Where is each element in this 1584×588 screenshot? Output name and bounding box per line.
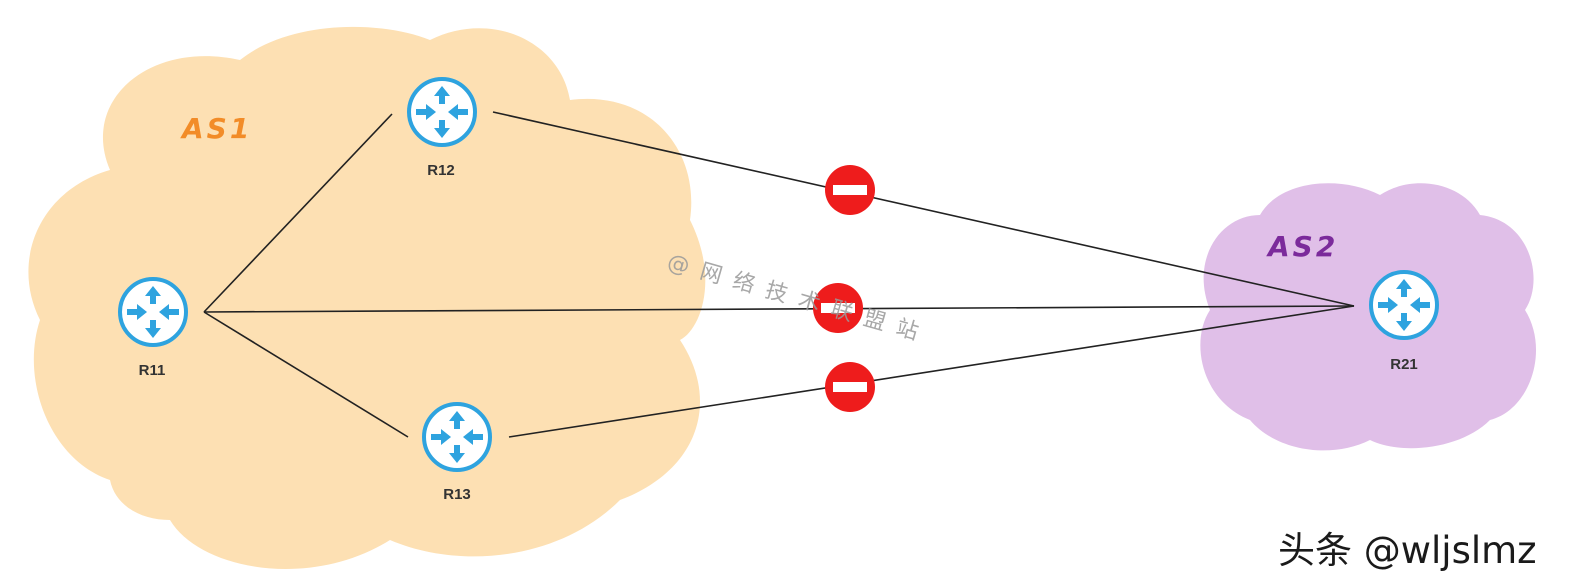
link-r11-r21 <box>203 305 1355 313</box>
router-icon <box>422 402 492 472</box>
links <box>203 111 1355 438</box>
as2-label: AS2 <box>1266 230 1338 263</box>
no-entry-icon <box>825 165 875 215</box>
router-icon <box>118 277 188 347</box>
as1-label: AS1 <box>180 112 252 145</box>
link-r11-r13 <box>203 311 409 438</box>
as2-cloud <box>1200 183 1537 451</box>
router-icon <box>1369 270 1439 340</box>
router-label-r13: R13 <box>443 486 471 503</box>
link-r12-r21 <box>492 111 1355 307</box>
as2-cloud-shape <box>1200 183 1537 451</box>
watermark: @网络技术联盟站 <box>664 250 932 349</box>
credit-text: 头条 @wljslmz <box>1278 529 1537 572</box>
no-entry-icon <box>825 362 875 412</box>
router-label-r12: R12 <box>427 162 455 179</box>
router-label-r11: R11 <box>139 362 166 379</box>
link-r13-r21 <box>508 305 1355 438</box>
router-icon <box>407 77 477 147</box>
router-label-r21: R21 <box>1390 356 1418 373</box>
link-r11-r12 <box>203 113 393 313</box>
